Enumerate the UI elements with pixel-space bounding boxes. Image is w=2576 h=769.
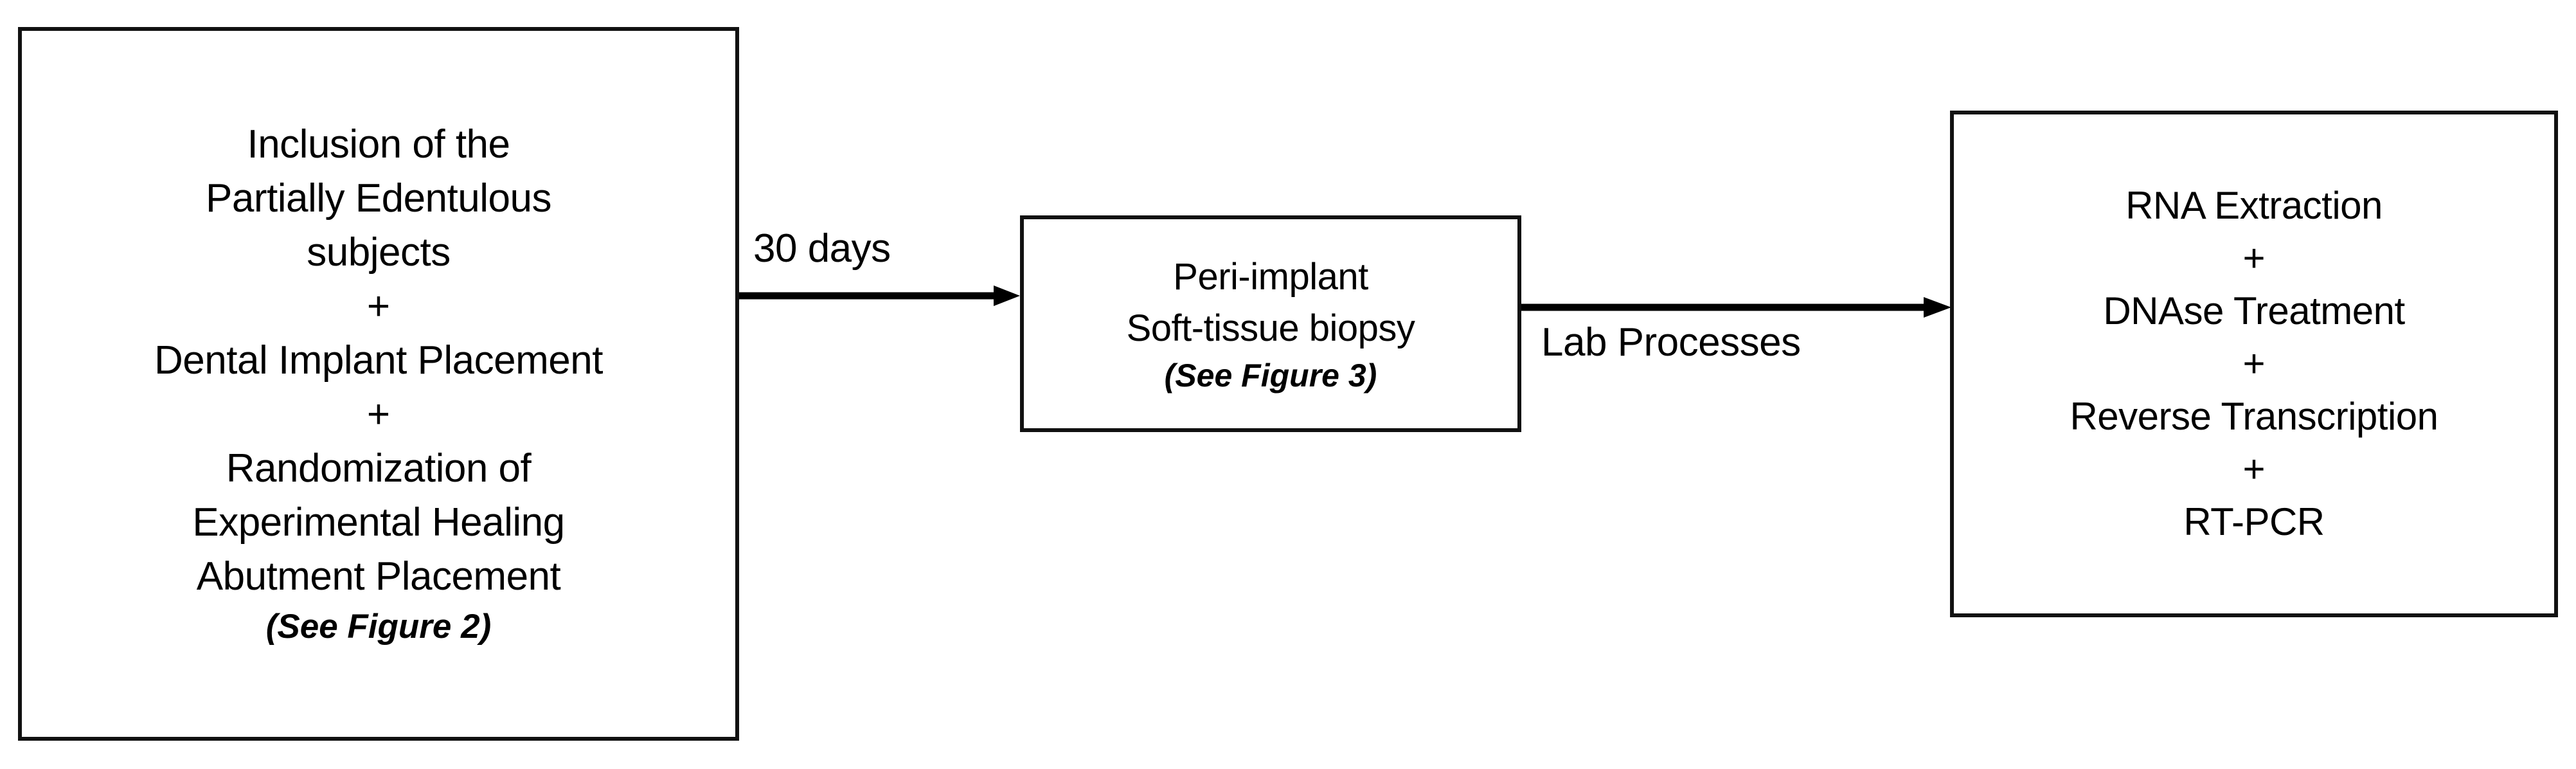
node-lab-plus-1: +	[2242, 237, 2266, 280]
node-inclusion: Inclusion of the Partially Edentulous su…	[18, 27, 739, 741]
node-biopsy-figure-reference: (See Figure 3)	[1164, 357, 1377, 394]
node-inclusion-line-6: Experimental Healing	[192, 500, 565, 545]
node-lab-line-1: RNA Extraction	[2125, 184, 2383, 227]
node-lab-line-2: DNAse Treatment	[2103, 289, 2405, 332]
node-inclusion-line-2: Partially Edentulous	[206, 176, 551, 221]
edge-label-30-days: 30 days	[753, 226, 891, 271]
node-lab-line-3: Reverse Transcription	[2070, 395, 2438, 438]
node-inclusion-line-4: Dental Implant Placement	[154, 338, 603, 383]
node-inclusion-line-1: Inclusion of the	[247, 122, 510, 167]
node-inclusion-line-5: Randomization of	[226, 446, 532, 491]
node-lab: RNA Extraction + DNAse Treatment + Rever…	[1950, 111, 2558, 617]
node-lab-plus-2: +	[2242, 342, 2266, 385]
node-inclusion-line-7: Abutment Placement	[196, 554, 561, 599]
node-biopsy-line-1: Peri-implant	[1173, 255, 1368, 298]
node-inclusion-line-3: subjects	[307, 230, 451, 275]
node-biopsy-line-2: Soft-tissue biopsy	[1126, 307, 1415, 349]
arrow-biopsy-to-lab	[1521, 294, 1953, 320]
node-inclusion-figure-reference: (See Figure 2)	[265, 608, 492, 646]
edge-label-lab-processes: Lab Processes	[1541, 320, 1801, 365]
node-lab-line-4: RT-PCR	[2183, 500, 2325, 543]
node-inclusion-plus-2: +	[366, 392, 391, 437]
node-biopsy: Peri-implant Soft-tissue biopsy (See Fig…	[1020, 215, 1521, 432]
node-inclusion-plus-1: +	[366, 284, 391, 329]
arrow-inclusion-to-biopsy	[739, 283, 1022, 309]
node-lab-plus-3: +	[2242, 448, 2266, 491]
